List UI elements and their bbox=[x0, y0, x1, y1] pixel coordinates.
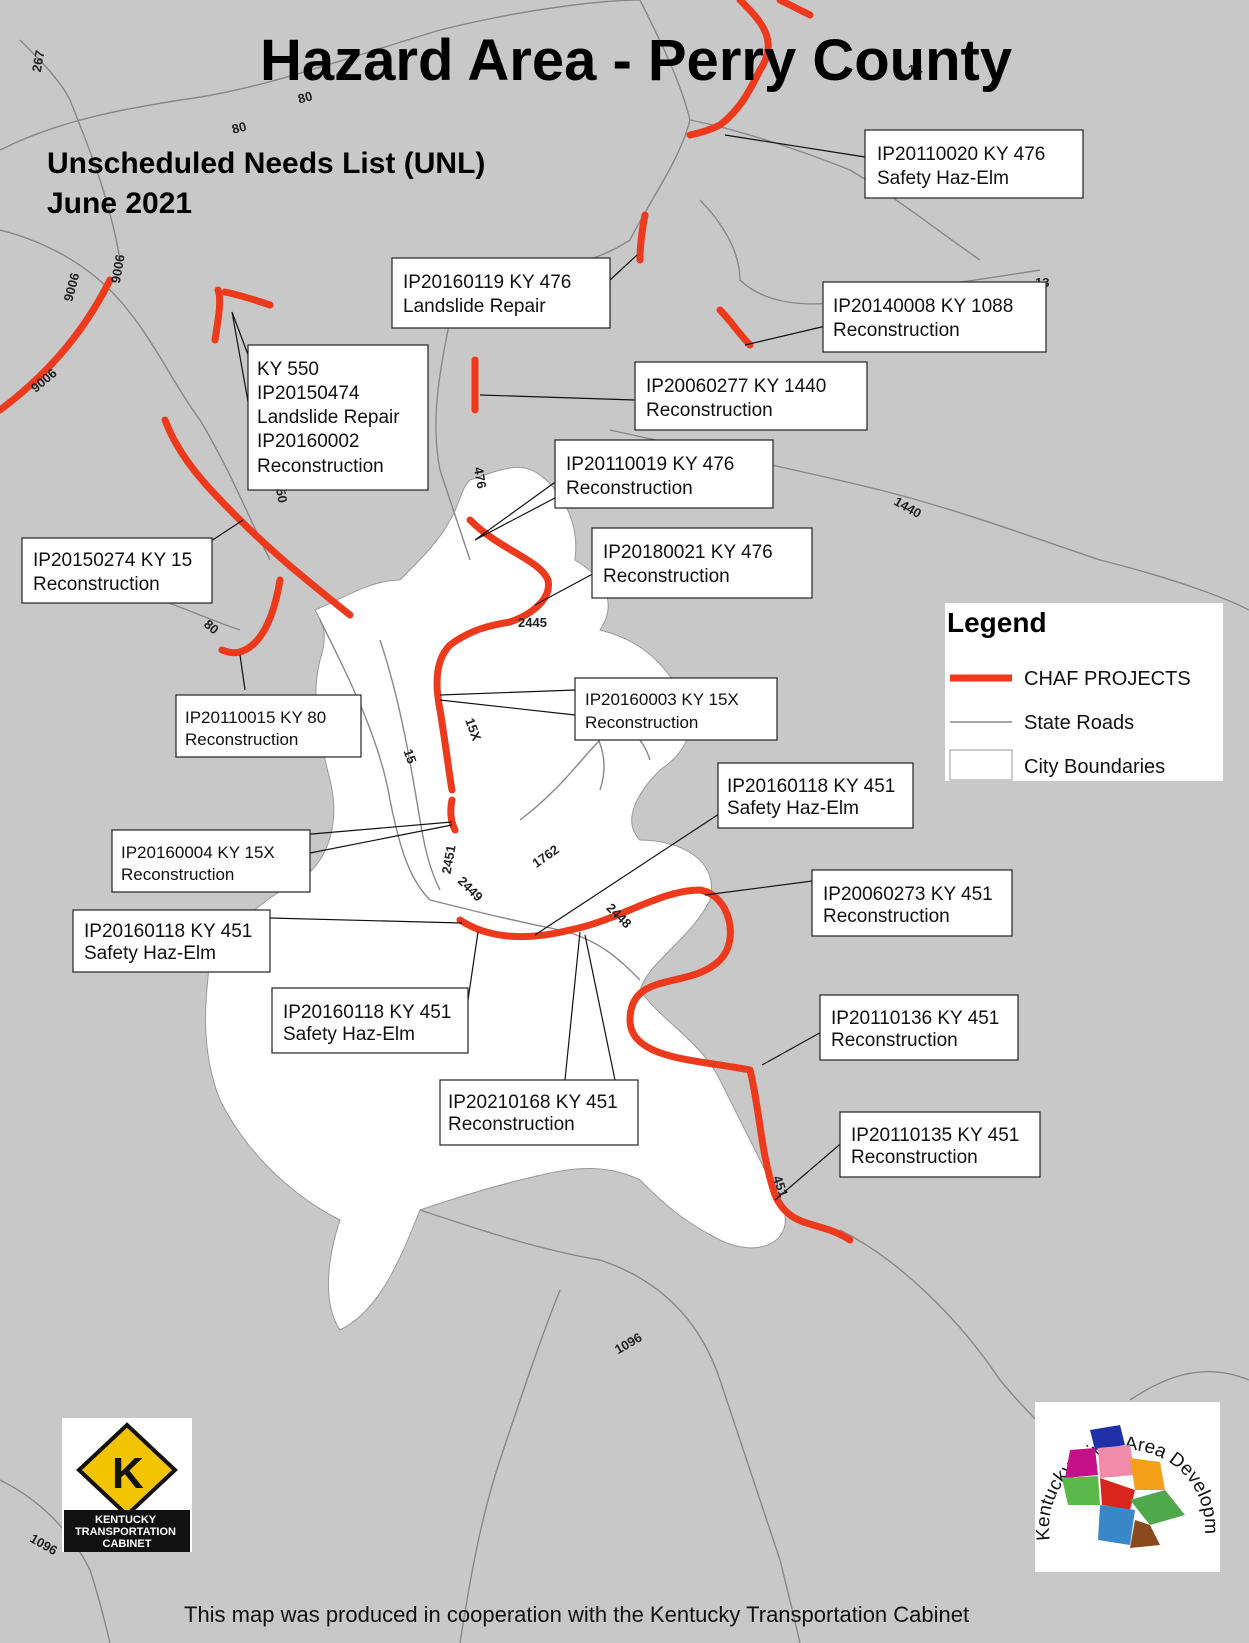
svg-text:KENTUCKY TRANSPORTATION: KENTUCKY TRANSPORTATION CABINET bbox=[75, 1514, 179, 1550]
chaf-projects bbox=[0, 0, 854, 1244]
leader-lines bbox=[204, 134, 866, 1201]
road-label: 476 bbox=[471, 466, 490, 490]
road-label: 2445 bbox=[518, 615, 547, 630]
footer-credit: This map was produced in cooperation wit… bbox=[184, 1602, 969, 1627]
road-label: 451 bbox=[770, 1174, 792, 1200]
map-subtitle-line2: June 2021 bbox=[47, 187, 192, 220]
road-label: 50 bbox=[273, 487, 290, 504]
ktc-logo: K KENTUCKY TRANSPORTATION CABINET bbox=[62, 1418, 192, 1552]
chaf-ky476-north bbox=[686, 0, 772, 139]
legend-label-chaf: CHAF PROJECTS bbox=[1024, 668, 1191, 690]
map-subtitle-line1: Unscheduled Needs List (UNL) bbox=[47, 147, 485, 180]
legend-label-city: City Boundaries bbox=[1024, 756, 1165, 778]
road-label: 2451 bbox=[439, 844, 459, 875]
ktc-letter: K bbox=[112, 1449, 144, 1498]
road-label: 9006 bbox=[108, 253, 128, 284]
legend-symbol-city bbox=[949, 749, 1013, 781]
legend-label-state-roads: State Roads bbox=[1024, 712, 1134, 734]
road-label: 9006 bbox=[60, 271, 82, 303]
road-label: 267 bbox=[29, 49, 48, 73]
road-label: 14 bbox=[908, 62, 923, 77]
map-title: Hazard Area - Perry County bbox=[260, 28, 1012, 93]
road-label: 80 bbox=[230, 119, 248, 137]
district-counties-icon bbox=[1062, 1425, 1185, 1548]
legend: Legend CHAF PROJECTS State Roads City Bo… bbox=[945, 603, 1223, 781]
road-label: 15 bbox=[401, 747, 420, 766]
callout-ky550: KY 550 IP20150474 Landslide Repair IP201… bbox=[247, 344, 429, 491]
legend-title: Legend bbox=[947, 607, 1047, 638]
road-label: 80 bbox=[296, 88, 314, 106]
svg-text:KY 550 IP20150474: KY 550 IP20150474 Landslide Repair IP201… bbox=[257, 359, 405, 477]
